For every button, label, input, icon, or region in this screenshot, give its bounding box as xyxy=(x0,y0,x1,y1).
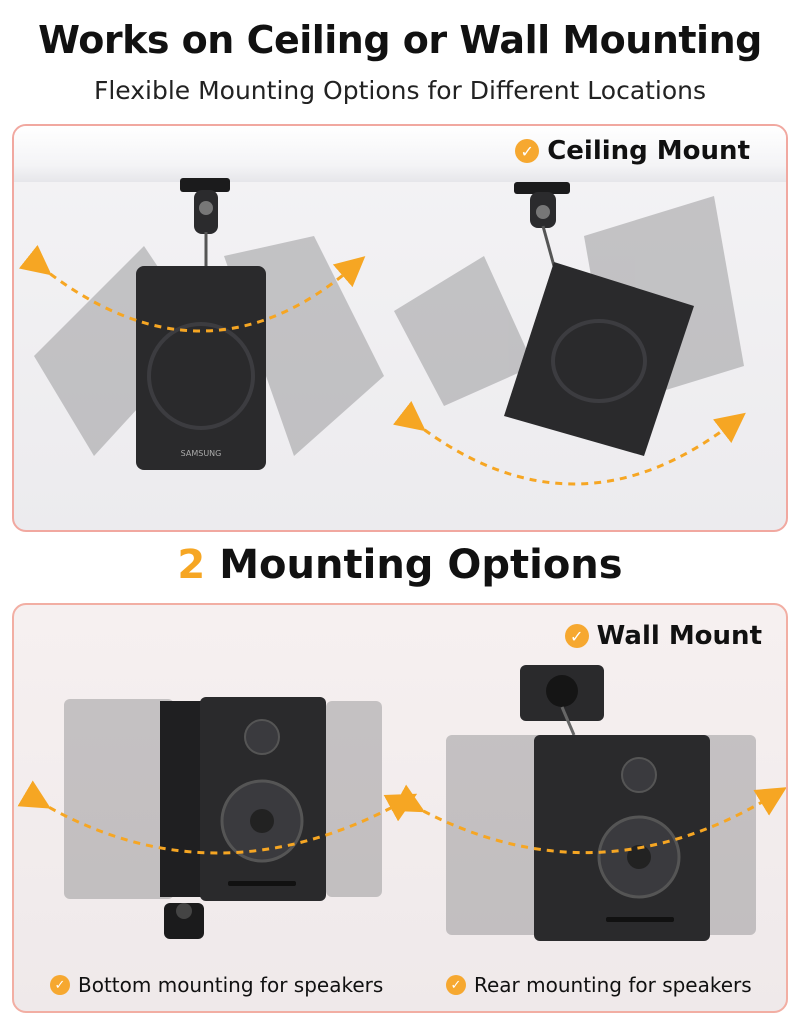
speaker-bottom-mount xyxy=(160,697,326,901)
speaker-left: SAMSUNG xyxy=(136,266,266,470)
swing-arrow-icon xyxy=(392,400,746,486)
bottom-bracket xyxy=(164,903,204,939)
ceiling-bracket-left xyxy=(180,178,230,192)
ceiling-scene-illustration: SAMSUNG xyxy=(18,178,746,486)
svg-text:SAMSUNG: SAMSUNG xyxy=(181,449,222,458)
wall-mount-panel: ✓ Wall Mount ✓ Bottom mounting for speak… xyxy=(12,603,788,1013)
check-icon: ✓ xyxy=(515,139,540,163)
caption-rear-mounting: ✓ Rear mounting for speakers xyxy=(446,973,752,997)
ceiling-mount-panel: SAMSUNG ✓ Ceiling Mount xyxy=(12,124,788,532)
page-subtitle: Flexible Mounting Options for Different … xyxy=(93,76,707,105)
wall-scene-illustration xyxy=(17,665,786,941)
ceiling-mount-badge: ✓ Ceiling Mount xyxy=(515,136,750,166)
swing-arrow-icon xyxy=(391,784,786,854)
caption-bottom-mounting: ✓ Bottom mounting for speakers xyxy=(50,973,383,997)
ceiling-surface xyxy=(14,126,786,182)
ceiling-bracket-right xyxy=(514,182,570,194)
speaker-rear-mount xyxy=(534,735,710,941)
swing-arrow-icon xyxy=(18,244,366,333)
page-title: Works on Ceiling or Wall Mounting xyxy=(38,18,762,62)
check-icon: ✓ xyxy=(446,975,466,995)
check-icon: ✓ xyxy=(564,624,589,648)
swing-arrow-icon xyxy=(17,780,418,855)
check-icon: ✓ xyxy=(50,975,70,995)
wall-mount-badge: ✓ Wall Mount xyxy=(564,621,762,651)
